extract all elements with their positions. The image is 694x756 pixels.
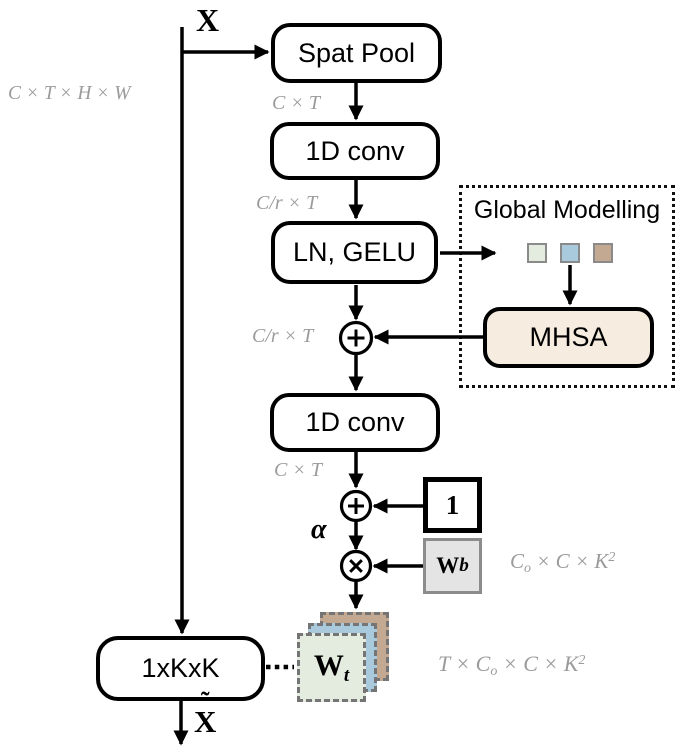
- node-1d-conv-second: 1D conv: [270, 393, 440, 452]
- wb-dims-mid: × C × K: [531, 549, 609, 573]
- node-ln-gelu: LN, GELU: [271, 221, 438, 284]
- wt-square-green: Wt: [297, 633, 366, 702]
- output-symbol: ˜ X: [194, 687, 217, 739]
- wt-dims-sub: o: [490, 664, 498, 679]
- multiply-operator: [339, 549, 373, 583]
- dim-label-input: C × T × H × W: [8, 83, 131, 104]
- wt-dims-sup: 2: [578, 653, 586, 668]
- one-box-label: 1: [445, 489, 460, 520]
- node-mhsa: MHSA: [483, 307, 654, 368]
- token-square-tan: [593, 243, 613, 263]
- wb-dims-pre: C: [510, 549, 525, 573]
- dim-label-after-conv2: C × T: [274, 459, 322, 481]
- wb-base: W: [436, 553, 460, 578]
- node-1d-conv-first-label: 1D conv: [305, 135, 405, 166]
- node-spat-pool: Spat Pool: [271, 23, 442, 83]
- one-box: 1: [423, 477, 482, 533]
- node-1d-conv-second-label: 1D conv: [305, 407, 405, 437]
- wb-dims-sup: 2: [608, 550, 616, 565]
- dim-label-after-pool: C × T: [272, 92, 320, 114]
- global-modelling-box: [459, 185, 675, 388]
- node-1xkxk-label: 1xKxK: [141, 653, 220, 683]
- wt-dims-pre: T × C: [438, 651, 491, 676]
- wt-label: Wt: [314, 649, 349, 687]
- add-operator-2: [339, 489, 373, 523]
- dim-label-wt: T × Co × C × K2: [438, 651, 585, 680]
- output-tilde: ˜: [200, 687, 210, 716]
- alpha-label: α: [311, 514, 327, 545]
- node-spat-pool-label: Spat Pool: [297, 37, 416, 68]
- node-1d-conv-first: 1D conv: [270, 122, 440, 180]
- wt-dims-mid: × C × K: [497, 651, 579, 676]
- input-symbol: X: [196, 2, 220, 38]
- wt-sub: t: [343, 664, 350, 686]
- wt-base: W: [313, 648, 344, 682]
- token-square-blue: [560, 243, 580, 263]
- dim-label-after-conv1: C/r × T: [256, 192, 318, 214]
- token-square-green: [527, 243, 547, 263]
- dim-label-wb: Co × C × K2: [510, 549, 615, 577]
- node-ln-gelu-label: LN, GELU: [292, 237, 417, 267]
- global-modelling-title: Global Modelling: [473, 196, 661, 224]
- output-letter: X: [194, 704, 217, 739]
- wb-sub: b: [459, 555, 469, 576]
- wb-dims-sub: o: [524, 561, 532, 576]
- node-1xkxk: 1xKxK: [96, 636, 265, 701]
- dim-label-at-add: C/r × T: [252, 325, 314, 347]
- add-operator-1: [338, 320, 374, 356]
- node-mhsa-label: MHSA: [529, 322, 608, 352]
